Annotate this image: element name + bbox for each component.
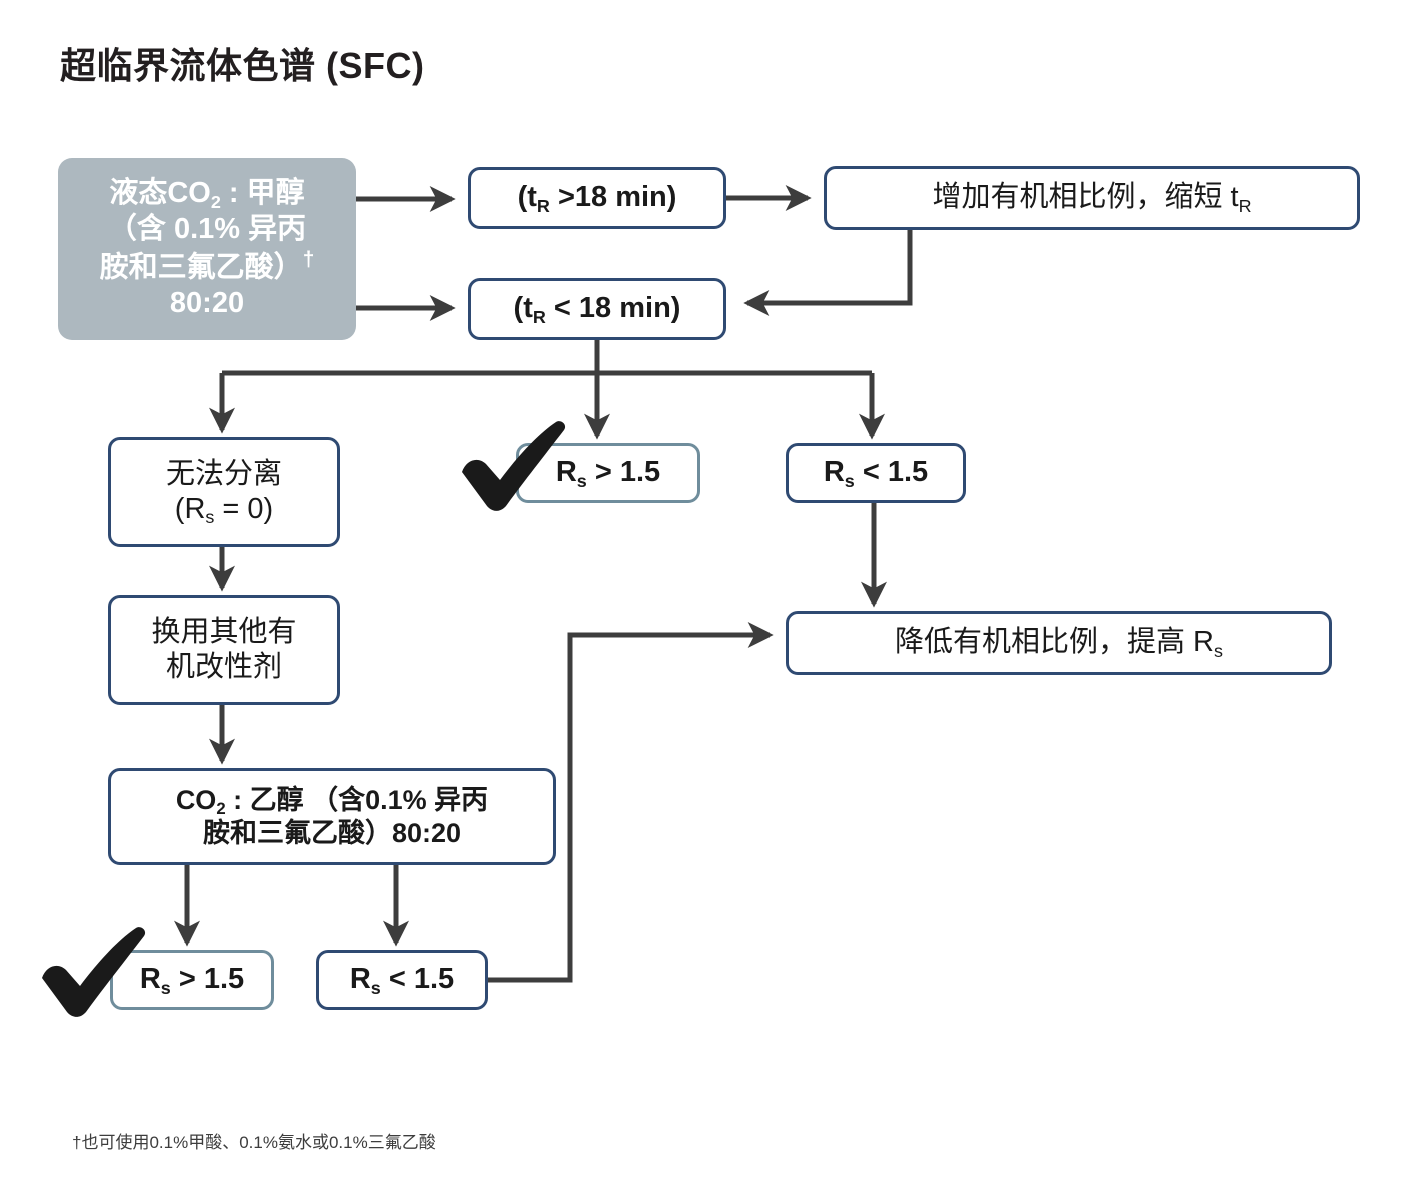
decrease-label: 降低有机相比例，提高 Rs [789,625,1329,660]
node-increase-organic-ratio[interactable]: 增加有机相比例，缩短 tR [824,166,1360,230]
nosep-subscript: s [205,507,215,528]
start-text-co2: 液态CO [109,177,211,210]
page-title: 超临界流体色谱 (SFC) [60,45,425,86]
node-co2-ethanol-mobile-phase[interactable]: CO2 : 乙醇 （含0.1% 异丙 胺和三氟乙酸）80:20 [108,768,556,865]
node-decrease-organic-ratio[interactable]: 降低有机相比例，提高 Rs [786,611,1332,675]
node-tr-less-18[interactable]: (tR < 18 min) [468,278,726,340]
co2eth-line1b: : 乙醇 （含0.1% 异丙 [225,784,489,815]
tr-gt-label: (tR >18 min) [471,180,723,215]
node-rs-greater-1-5-top[interactable]: Rs > 1.5 [516,443,700,503]
co2eth-pre: CO [175,784,217,815]
rs-lt-top-post: < 1.5 [854,456,929,489]
nosep-post: = 0) [214,493,274,525]
rs-gt-top-post: > 1.5 [586,456,661,489]
rs-lt-top-subscript: s [844,470,855,491]
node-rs-greater-1-5-bottom[interactable]: Rs > 1.5 [110,950,274,1010]
co2eth-subscript: 2 [216,798,226,818]
node-swap-organic-modifier[interactable]: 换用其他有 机改性剂 [108,595,340,705]
tr-gt-pre: (t [517,181,537,214]
increase-pre: 增加有机相比例，缩短 t [932,181,1239,214]
start-text-methanol: : 甲醇 [220,177,305,210]
tr-lt-subscript: R [532,306,546,327]
rs-gt-top-label: Rs > 1.5 [519,455,697,490]
tr-gt-subscript: R [536,195,550,216]
rs-gt-bottom-post: > 1.5 [170,963,245,996]
tr-lt-label: (tR < 18 min) [471,291,723,326]
footnote: †也可使用0.1%甲酸、0.1%氨水或0.1%三氟乙酸 [72,1133,436,1152]
rs-lt-bottom-subscript: s [370,977,381,998]
node-start-mobile-phase[interactable]: 液态CO2 : 甲醇 （含 0.1% 异丙 胺和三氟乙酸）† 80:20 [58,158,356,340]
tr-lt-post: < 18 min) [545,292,681,325]
rs-gt-bottom-label: Rs > 1.5 [113,962,271,997]
decrease-pre: 降低有机相比例，提高 R [895,626,1215,659]
start-line-3: 胺和三氟乙酸）† [68,247,346,286]
node-no-separation[interactable]: 无法分离 (Rs = 0) [108,437,340,547]
rs-lt-bottom-label: Rs < 1.5 [319,962,485,997]
swap-line-1: 换用其他有 [151,615,297,648]
nosep-line-2: (Rs = 0) [121,492,327,527]
increase-subscript: R [1238,195,1252,216]
start-line-1: 液态CO2 : 甲醇 [68,176,346,211]
tr-gt-post: >18 min) [549,181,677,214]
node-rs-less-1-5-top[interactable]: Rs < 1.5 [786,443,966,503]
co2eth-line-1: CO2 : 乙醇 （含0.1% 异丙 [121,784,543,818]
rs-lt-bottom-pre: R [349,963,371,996]
edge-increase-to-tr-lt [743,230,913,316]
tr-lt-pre: (t [513,292,533,325]
start-text-additives: 胺和三氟乙酸） [99,251,303,284]
increase-label: 增加有机相比例，缩短 tR [827,180,1357,215]
rs-gt-bottom-subscript: s [160,977,171,998]
rs-lt-top-pre: R [823,456,845,489]
rs-gt-bottom-pre: R [139,963,161,996]
co2eth-line-2: 胺和三氟乙酸）80:20 [202,817,462,848]
rs-gt-top-pre: R [555,456,577,489]
swap-line-2: 机改性剂 [165,651,282,683]
node-tr-greater-18[interactable]: (tR >18 min) [468,167,726,229]
start-subscript-2: 2 [210,191,221,212]
rs-gt-top-subscript: s [576,470,587,491]
nosep-pre: (R [174,493,206,525]
rs-lt-bottom-post: < 1.5 [380,963,455,996]
decrease-subscript: s [1214,640,1223,661]
start-line-2: （含 0.1% 异丙 [107,212,307,245]
rs-lt-top-label: Rs < 1.5 [789,455,963,490]
node-rs-less-1-5-bottom[interactable]: Rs < 1.5 [316,950,488,1010]
nosep-line-1: 无法分离 [165,457,282,490]
dagger-marker: † [302,248,315,272]
start-line-4: 80:20 [169,287,245,320]
